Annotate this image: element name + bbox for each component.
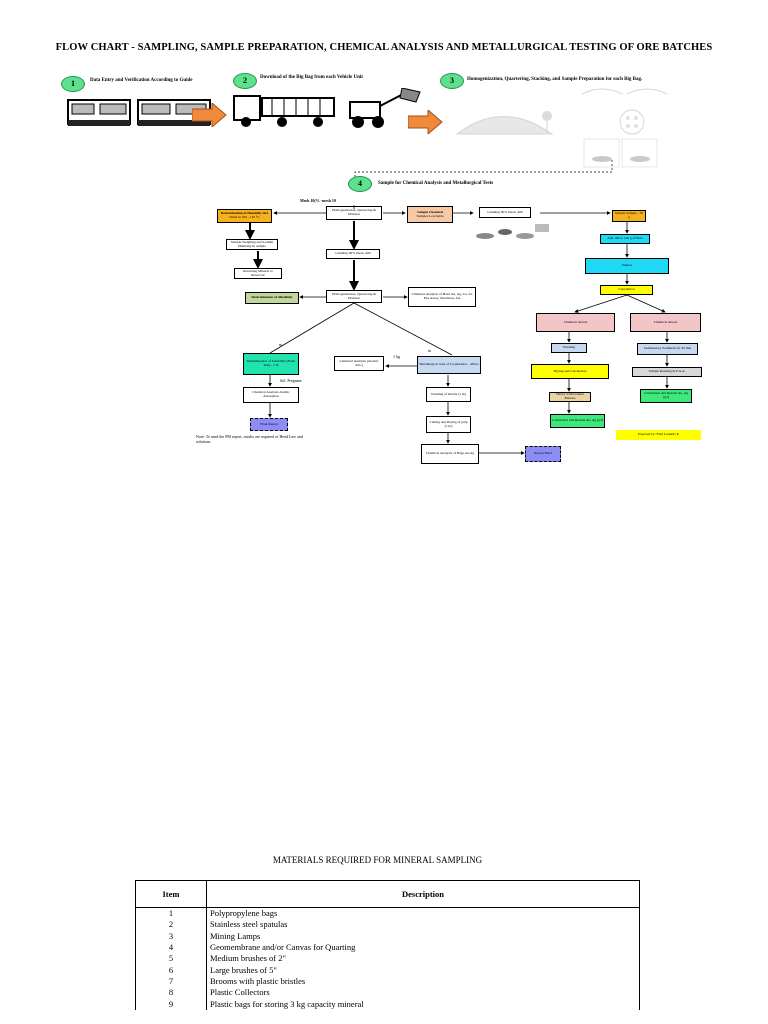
item-number: 3	[135, 930, 207, 942]
item-number: 5	[135, 953, 207, 965]
cutting-drying-box: Cutting and Drying of pulp (1 hr)	[426, 416, 471, 433]
label-m-left: m	[279, 342, 283, 347]
arrow-right-icon	[408, 110, 443, 134]
item-number: 4	[135, 941, 207, 954]
ore-pile-icon	[455, 111, 554, 135]
item-description: Plastic Collectors	[206, 987, 640, 999]
item-number: 1	[135, 907, 207, 920]
homogenization-illustration	[455, 88, 668, 168]
flow-connectors	[245, 205, 669, 455]
note-text: Note: To send the PM report, results are…	[196, 434, 303, 444]
step-2-badge: 2	[233, 73, 257, 89]
item-number: 6	[135, 964, 207, 976]
column-header-item: Item	[135, 880, 207, 908]
column-header-description: Description	[206, 880, 640, 908]
calc-results-right-box: Calculation and Results Au, Ag (g/t)	[640, 389, 692, 403]
metallurgical-box: Metallurgical tests of Cyanidation - 48 …	[417, 356, 481, 374]
add-flux-box: Add 100 to 140 g of Flux	[600, 234, 650, 244]
sedimentary-box: Sedimentary Sediment for 30 min	[637, 343, 698, 355]
step-1-label: Data Entry and Verification According to…	[90, 78, 193, 83]
step-4-label: Sample for Chemical Analysis and Metallu…	[378, 181, 494, 186]
fusion-box: Fusion	[585, 258, 669, 274]
item-number: 9	[135, 998, 207, 1010]
dump-truck-icon	[233, 95, 335, 127]
mesh-note: Mesh 10(% -mesh 10	[300, 198, 336, 203]
item-description: Stainless steel spatulas	[206, 919, 640, 931]
step-4-badge: 4	[348, 176, 372, 192]
sol-chem-analysis-box: Chemical Analysis Atomic Absorption	[243, 387, 299, 403]
item-description: Medium brushes of 2"	[206, 953, 640, 965]
heavy-gold-box: Heavy with Golden Buttons	[549, 392, 591, 402]
sol-pregnant-label: Sol. Pregnant	[280, 378, 302, 383]
materials-title: MATERIALS REQUIRED FOR MINERAL SAMPLING	[272, 855, 483, 865]
arrow-right-icon	[192, 103, 227, 127]
report-final-box: Report Final	[525, 446, 561, 462]
sample-50g-box: Sample Sample - 50 g	[612, 210, 646, 222]
calc-results-left-box: Calculation and Results Au, Ag (g/t)	[550, 414, 605, 428]
item-description: Plastic bags for storing 3 kg capacity m…	[206, 998, 640, 1010]
sample-prep-box: Grinding 90% mesh -200	[479, 207, 531, 218]
chem-head-box: Chemical Analysis of Head Au, Ag, Cu, Zn…	[408, 287, 476, 307]
chemical-attack-left-box: Chemical Attack	[536, 313, 615, 332]
solubility-box: Determination of Solubility (Flash Test)…	[243, 353, 299, 375]
page-title: FLOW CHART - SAMPLING, SAMPLE PREPARATIO…	[55, 42, 713, 53]
final-report-box: Final Report	[250, 418, 288, 431]
item-number: 2	[135, 919, 207, 931]
item-description: Brooms with plastic bristles	[206, 975, 640, 988]
chemical-attack-right-box: Chemical Attack	[630, 313, 701, 332]
label-m-right: m	[428, 348, 432, 353]
step-2-label: Download of the Big Bag from each Vehicl…	[260, 75, 363, 80]
item-description: Polypropylene bags	[206, 907, 640, 920]
item-number: 8	[135, 987, 207, 999]
washing-debris-box: Washing of Debris (1 hr)	[426, 387, 471, 402]
chem-bags-box: Chemical Analysis of Bags Au/Ag	[421, 444, 479, 464]
item-description: Mining Lamps	[206, 930, 640, 942]
step-3-label: Homogenization, Quartering, Stacking, an…	[467, 77, 643, 82]
washing-box: Washing	[551, 343, 587, 353]
label-1kg: 1 kg	[393, 354, 400, 359]
truck-icon	[67, 99, 131, 126]
cupellation-box: Cupellation	[600, 285, 653, 295]
sample-reading-box: Sample Reading in F.A.A.	[632, 367, 702, 377]
item-description: Geomembrane and/or Canvas for Quarting	[206, 941, 640, 954]
quartering-icon	[581, 88, 668, 168]
step-1-badge: 1	[61, 76, 85, 92]
prepared-by: Prepared by: Eliet Luquiño P.	[616, 430, 701, 440]
alkalinity-box: Determination of Alkalinity	[245, 292, 299, 304]
item-number: 7	[135, 975, 207, 988]
step-3-badge: 3	[440, 73, 464, 89]
drying-calcination-box: Drying and Calcination	[531, 364, 609, 379]
lab-samples-illustration	[476, 224, 549, 239]
chem-aa-box: Chemical Analysis (Atomic Abs.)	[334, 356, 384, 371]
dump-truck-loader-illustration	[233, 88, 421, 128]
loader-icon	[349, 88, 421, 128]
item-description: Large brushes of 5"	[206, 964, 640, 976]
